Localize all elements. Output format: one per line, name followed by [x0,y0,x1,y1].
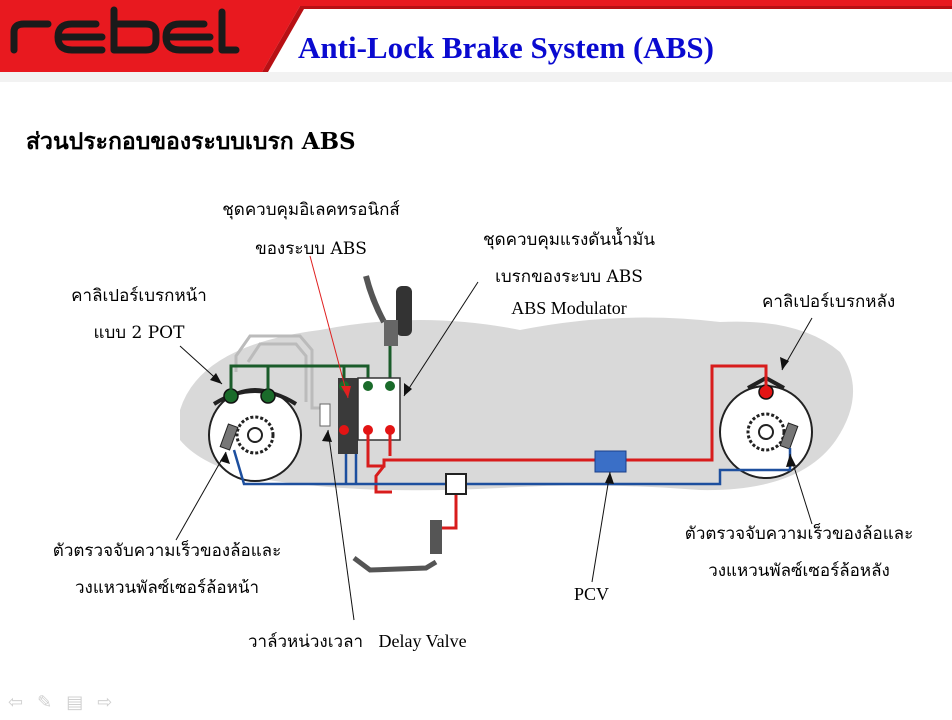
abs-ecu-unit [338,378,358,454]
front-brake-disc [208,388,302,482]
menu-icon[interactable]: ▤ [66,692,84,713]
delay-valve [445,473,467,495]
slide-nav: ⇦ ✎ ▤ ⇨ [8,692,112,713]
rear-brake-line [366,364,768,468]
front-caliper-label: คาลิเปอร์เบรกหน้า แบบ 2 POT [71,286,207,343]
front-brake-line [229,346,392,390]
rebel-logo [10,6,240,54]
pcv-unit [594,450,627,473]
delay-valve-leader-line [327,429,355,621]
delay-valve-label: วาล์วหน่วงเวลา Delay Valve [248,631,467,652]
ecu-wiring [234,334,330,410]
header-banner [0,0,952,82]
modulator-leader-line [403,281,479,397]
ecu-leader-line [309,255,349,399]
rear-sensor-label: ตัวตรวจจับความเร็วของล้อและ วงแหวนพัลซ์เ… [684,524,914,581]
rear-brake-pedal [352,556,438,573]
rear-caliper-piston [758,384,774,400]
pen-icon[interactable]: ✎ [37,692,53,713]
rear-wheel-sensor [779,422,799,450]
front-sensor-label: ตัวตรวจจับความเร็วของล้อและ วงแหวนพัลซ์เ… [52,541,282,598]
pcv-label: PCV [574,584,610,604]
ecu-label: ชุดควบคุมอิเลคทรอนิกส์ ของระบบ ABS [222,200,400,259]
front-wheel-sensor [219,423,239,451]
page-title: Anti-Lock Brake System (ABS) [298,30,714,65]
front-sensor-leader-line [175,451,227,541]
front-caliper-pistons [223,388,276,404]
modulator-label: ชุดควบคุมแรงดันน้ำมัน เบรกของระบบ ABS AB… [483,230,655,318]
front-brake-lever [363,275,412,346]
pcv-leader-line [591,471,611,583]
rear-caliper-label: คาลิเปอร์เบรกหลัง [762,292,896,312]
arrow-left-icon[interactable]: ⇦ [8,692,24,713]
arrow-right-icon[interactable]: ⇨ [97,692,113,713]
section-heading: ส่วนประกอบของระบบเบรก ABS [26,128,356,155]
